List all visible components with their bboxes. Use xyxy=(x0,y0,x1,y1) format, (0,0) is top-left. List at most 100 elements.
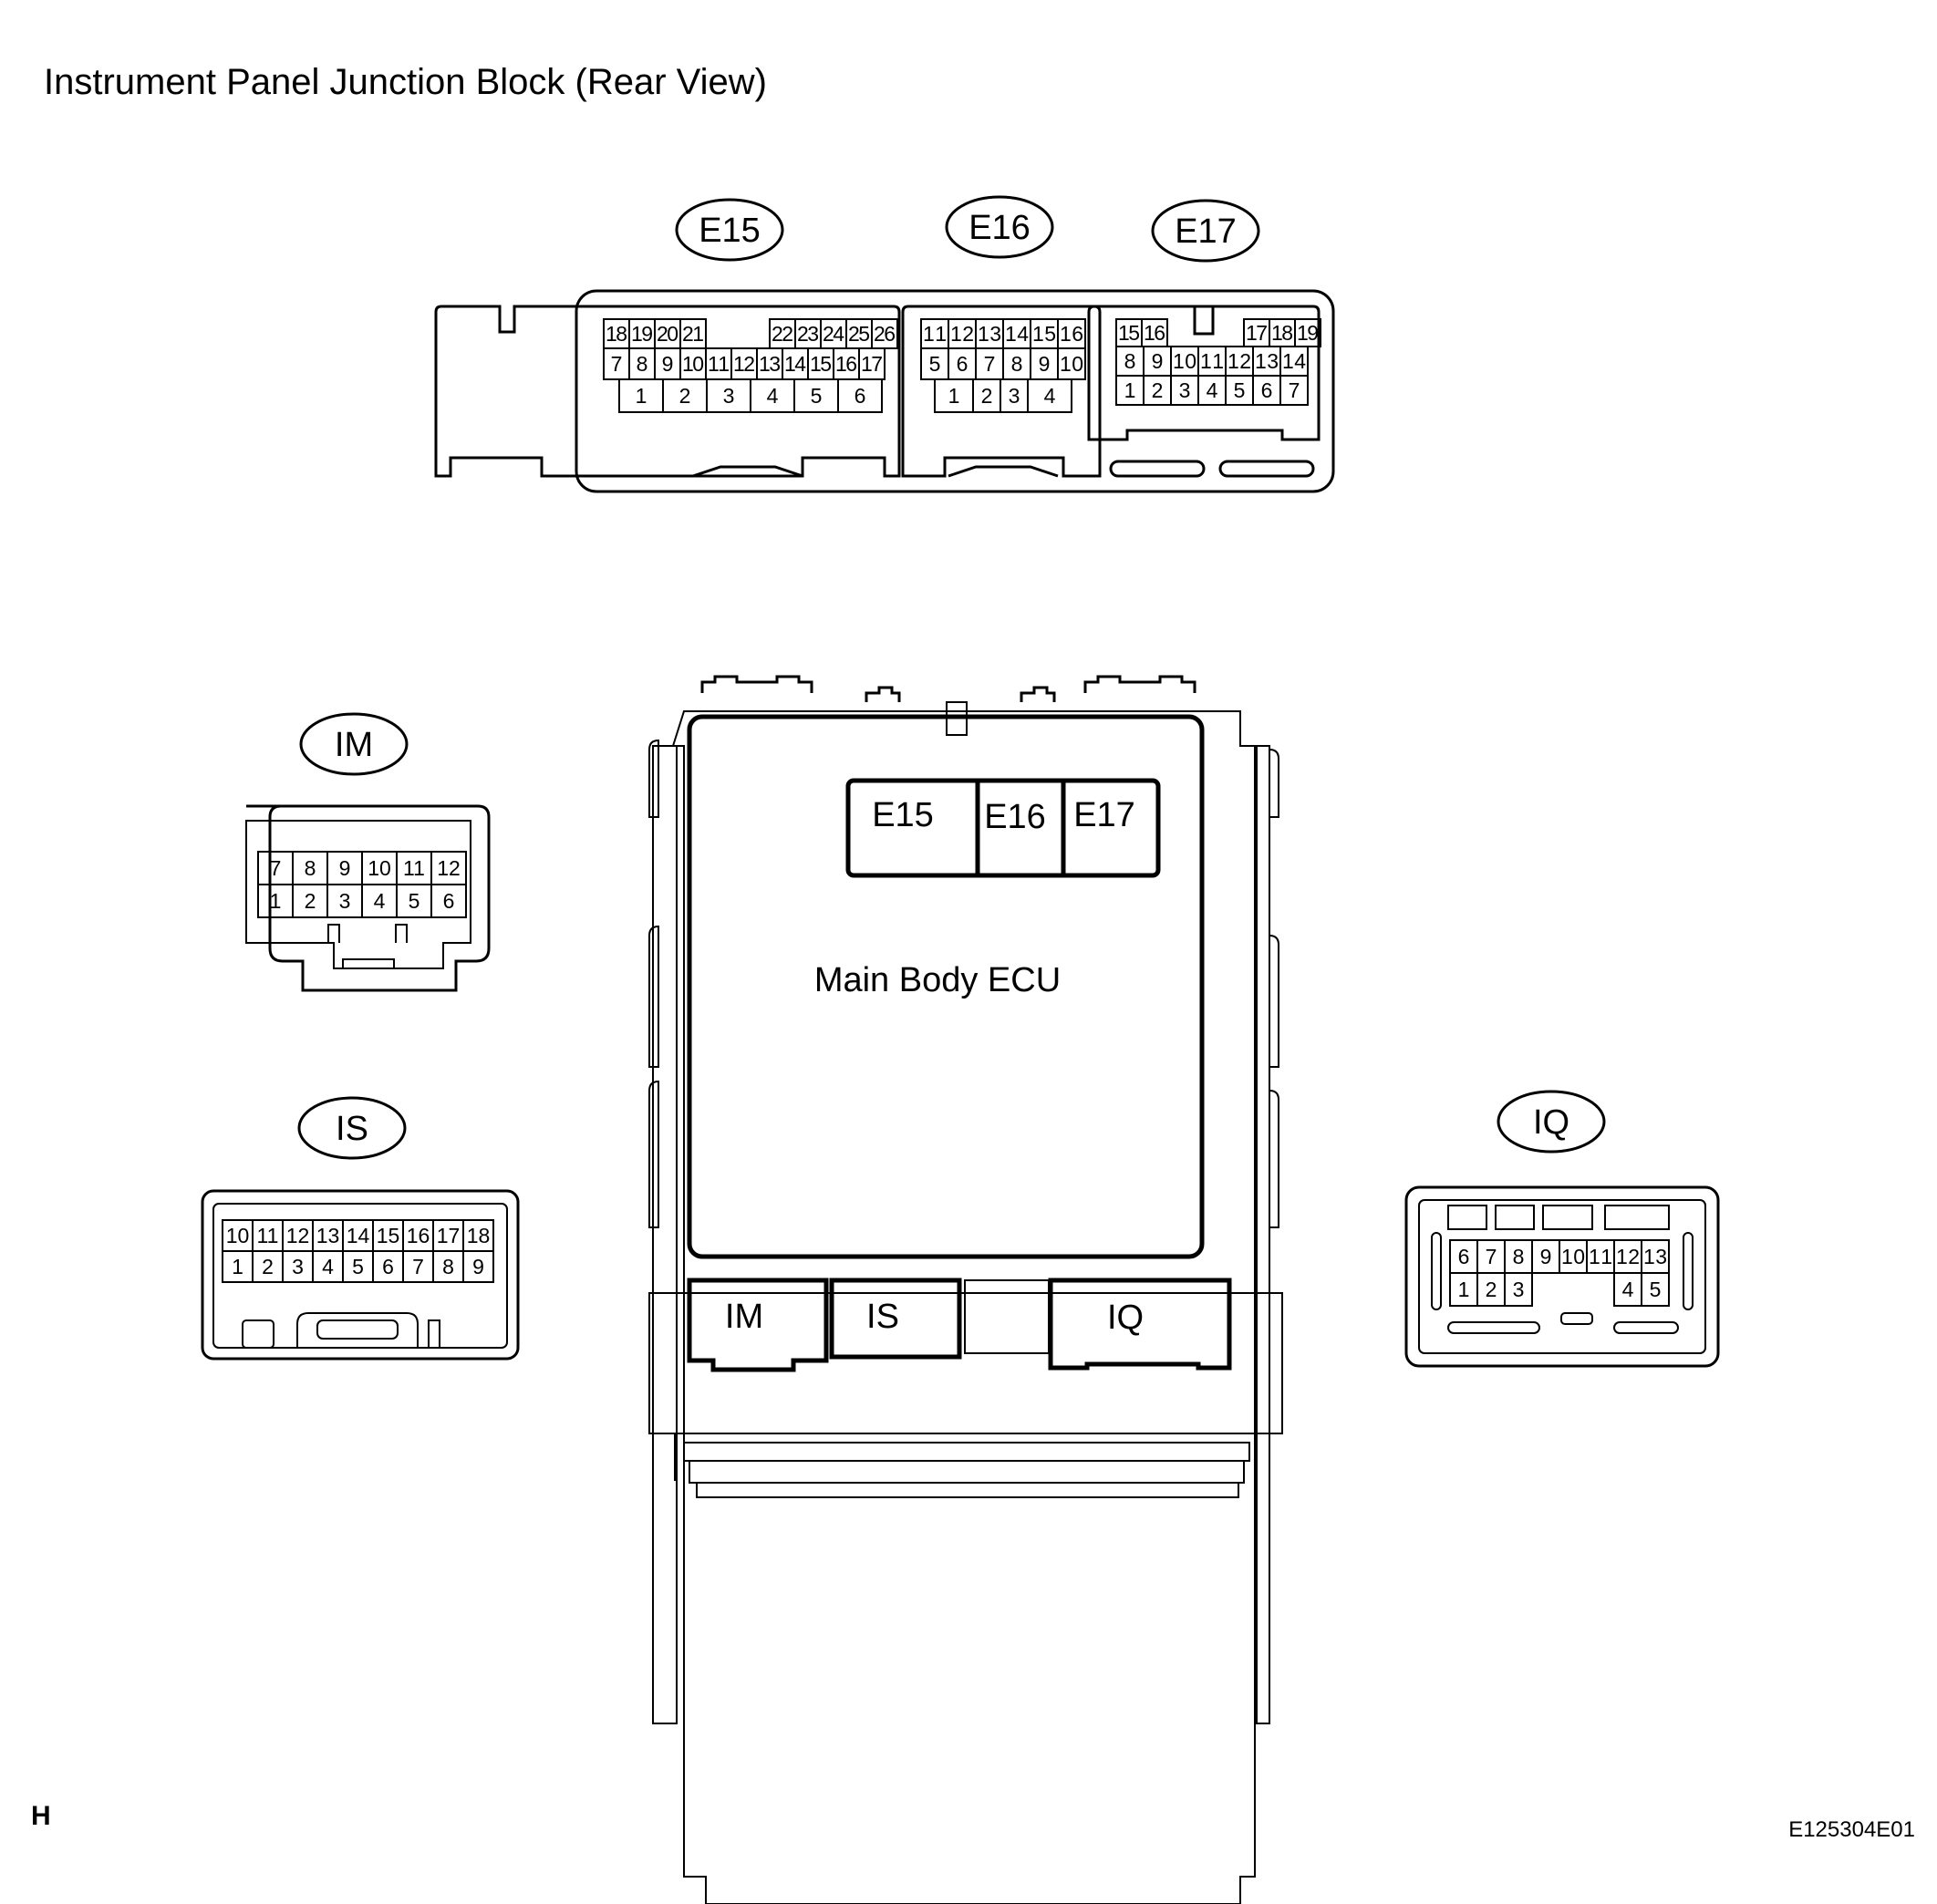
pin-number: 4 xyxy=(767,384,779,408)
pin-number: 8 xyxy=(1124,349,1136,373)
pin-number: 16 xyxy=(407,1224,430,1247)
pin-number: 2 xyxy=(679,384,691,408)
pin-number: 11 xyxy=(923,322,947,346)
pin-number: 7 xyxy=(1486,1245,1497,1268)
ecu-slot-e16: E16 xyxy=(984,798,1046,836)
pin-number: 13 xyxy=(978,322,1001,346)
pin-number: 14 xyxy=(347,1224,370,1247)
ecu-slot-iq: IQ xyxy=(1107,1299,1144,1337)
pin-number: 7 xyxy=(611,352,623,376)
pin-number: 16 xyxy=(1060,322,1083,346)
pin-number: 11 xyxy=(257,1224,279,1247)
pin-cell xyxy=(1027,378,1072,413)
pin-number: 21 xyxy=(682,322,704,346)
pin-number: 14 xyxy=(784,352,806,376)
pin-number: 8 xyxy=(305,856,316,880)
pin-number: 4 xyxy=(322,1255,334,1278)
pin-number: 6 xyxy=(855,384,866,408)
pin-number: 22 xyxy=(772,322,793,346)
pin-number: 2 xyxy=(981,384,993,408)
oval-e17-label: E17 xyxy=(1175,212,1237,251)
pin-number: 7 xyxy=(984,352,996,376)
main-body-ecu xyxy=(648,675,1283,1904)
pin-number: 3 xyxy=(1179,378,1191,402)
pin-number: 14 xyxy=(1005,322,1029,346)
pin-cell xyxy=(837,378,883,413)
pin-number: 8 xyxy=(442,1255,454,1278)
oval-e16-label: E16 xyxy=(968,209,1031,247)
pin-number: 10 xyxy=(1173,349,1196,373)
pin-number: 13 xyxy=(759,352,781,376)
pin-number: 12 xyxy=(733,352,755,376)
pin-number: 1 xyxy=(1124,378,1136,402)
pin-number: 13 xyxy=(1255,349,1279,373)
pin-number: 13 xyxy=(1643,1245,1667,1268)
pin-number: 24 xyxy=(823,322,844,346)
pin-number: 2 xyxy=(305,889,316,913)
pin-number: 1 xyxy=(270,889,282,913)
pin-number: 4 xyxy=(1044,384,1056,408)
pin-number: 10 xyxy=(1561,1245,1585,1268)
pin-number: 11 xyxy=(1589,1245,1612,1268)
connector-oval-labels xyxy=(297,195,1606,1160)
pin-number: 17 xyxy=(437,1224,461,1247)
pin-number: 10 xyxy=(368,856,391,880)
pin-number: 17 xyxy=(1246,321,1268,345)
pin-number: 14 xyxy=(1282,349,1306,373)
ecu-slot-is: IS xyxy=(866,1298,899,1336)
is-housing xyxy=(201,1189,520,1361)
pin-number: 10 xyxy=(682,352,704,376)
pin-number: 18 xyxy=(1271,321,1293,345)
pin-number: 6 xyxy=(957,352,968,376)
ecu-slot-e15: E15 xyxy=(872,796,934,834)
pin-number: 2 xyxy=(262,1255,274,1278)
pin-number: 6 xyxy=(382,1255,394,1278)
pin-number: 3 xyxy=(1009,384,1020,408)
pin-number: 9 xyxy=(339,856,351,880)
pin-number: 12 xyxy=(1616,1245,1640,1268)
pin-number: 3 xyxy=(339,889,351,913)
pin-number: 8 xyxy=(1011,352,1023,376)
pin-number: 9 xyxy=(472,1255,484,1278)
pin-cell xyxy=(1641,1272,1670,1307)
pin-number: 6 xyxy=(1261,378,1273,402)
pin-number: 7 xyxy=(1289,378,1300,402)
pin-cell xyxy=(1504,1272,1533,1307)
pin-number: 16 xyxy=(835,352,857,376)
top-connector-housing xyxy=(434,289,1335,493)
pin-number: 8 xyxy=(1513,1245,1525,1268)
pin-number: 11 xyxy=(1200,349,1224,373)
pin-number: 2 xyxy=(1486,1278,1497,1301)
oval-is-label: IS xyxy=(336,1110,368,1148)
pin-number: 19 xyxy=(631,322,653,346)
pin-number: 12 xyxy=(950,322,974,346)
pin-number: 5 xyxy=(929,352,941,376)
pin-number: 3 xyxy=(292,1255,304,1278)
pin-number: 7 xyxy=(270,856,282,880)
pin-number: 1 xyxy=(636,384,647,408)
pin-cell xyxy=(462,1250,494,1283)
pin-number: 2 xyxy=(1152,378,1164,402)
pin-number: 15 xyxy=(810,352,832,376)
pin-number: 18 xyxy=(467,1224,491,1247)
ecu-slot-e17: E17 xyxy=(1073,796,1135,834)
pin-number: 17 xyxy=(861,352,883,376)
pin-number: 7 xyxy=(412,1255,424,1278)
oval-im-label: IM xyxy=(335,726,373,764)
pin-number: 11 xyxy=(403,856,425,880)
oval-e15-label: E15 xyxy=(699,212,761,250)
pin-number: 1 xyxy=(948,384,960,408)
ecu-slot-im: IM xyxy=(725,1298,763,1336)
im-housing xyxy=(245,804,491,992)
pin-number: 3 xyxy=(1513,1278,1525,1301)
pin-number: 5 xyxy=(352,1255,364,1278)
pin-number: 15 xyxy=(1118,321,1140,345)
pin-number: 11 xyxy=(708,352,730,376)
oval-iq-label: IQ xyxy=(1533,1103,1569,1142)
